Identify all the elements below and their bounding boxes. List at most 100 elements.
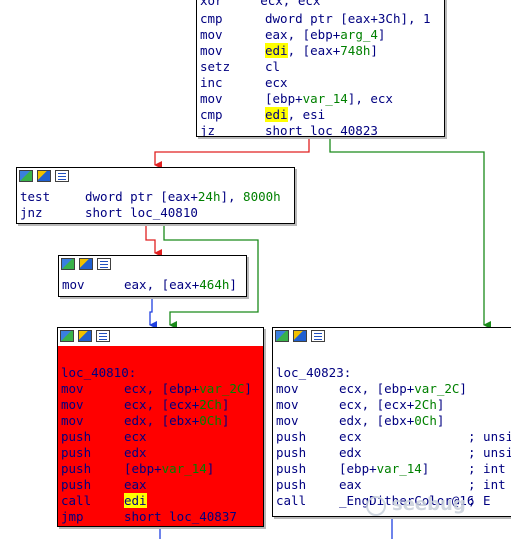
operand-text: ] xyxy=(436,397,445,412)
graph-icon[interactable] xyxy=(275,330,289,342)
operand-text: [ebp+ xyxy=(265,91,303,106)
list-view-icon[interactable] xyxy=(97,258,111,270)
mnemonic: mov xyxy=(276,397,299,412)
operand-name[interactable]: var_2C xyxy=(414,381,460,396)
operand-text: [ebp+ xyxy=(124,461,162,476)
operand-name[interactable]: var_14 xyxy=(161,461,207,476)
list-view-icon[interactable] xyxy=(311,330,325,342)
operand-text: cl xyxy=(265,59,281,74)
edit-color-icon[interactable] xyxy=(78,330,92,342)
operands: edx, [ebx+0Ch] xyxy=(339,413,444,429)
operands: ecx xyxy=(339,429,362,445)
operand-text: ] xyxy=(221,397,230,412)
instruction-line[interactable]: mov[ebp+var_14], ecx xyxy=(200,91,444,107)
operand-name[interactable]: var_2C xyxy=(199,381,245,396)
operand-name[interactable]: arg_4 xyxy=(340,27,378,42)
mnemonic: push xyxy=(61,461,92,476)
mnemonic: push xyxy=(61,477,92,492)
comment: ; E xyxy=(468,493,491,508)
graph-icon[interactable] xyxy=(19,170,33,182)
graph-icon[interactable] xyxy=(61,258,75,270)
instruction-line[interactable]: push[ebp+var_14]; int xyxy=(276,461,511,477)
mnemonic: mov xyxy=(200,43,223,58)
edit-color-icon[interactable] xyxy=(293,330,307,342)
operand-text: ecx, [ebp+ xyxy=(124,381,200,396)
operands: ecx xyxy=(124,429,147,445)
operand-text: eax xyxy=(124,477,147,492)
operand-name[interactable]: 0Ch xyxy=(414,413,437,428)
operand-name[interactable]: var_14 xyxy=(302,91,348,106)
operand-name[interactable]: 8000h xyxy=(243,189,281,204)
operand-name[interactable]: 748h xyxy=(340,43,371,58)
instruction-line[interactable]: push eax xyxy=(61,477,263,493)
mnemonic: jz xyxy=(200,123,216,137)
block-toolbar xyxy=(58,328,263,346)
operands: short loc_40810 xyxy=(85,205,198,221)
instruction-line[interactable]: push[ebp+var_14] xyxy=(61,461,263,477)
operand-name[interactable]: 2Ch xyxy=(199,397,222,412)
operand-text: dword ptr [eax+ xyxy=(265,11,378,26)
edit-color-icon[interactable] xyxy=(37,170,51,182)
operands: short loc_40837 xyxy=(124,509,237,525)
operands: eax xyxy=(339,477,362,493)
instruction-line[interactable]: jz short loc_40823 xyxy=(200,123,444,137)
operand-name[interactable]: 2Ch xyxy=(414,397,437,412)
operands: ecx xyxy=(265,75,288,91)
mnemonic: call xyxy=(276,493,307,508)
block-label[interactable]: loc_40823: xyxy=(276,365,352,380)
comment: ; unsi xyxy=(468,429,511,444)
operand-text: edx, [ebx+ xyxy=(124,413,200,428)
operand-text: eax xyxy=(339,477,362,492)
list-view-icon[interactable] xyxy=(55,170,69,182)
operand-text: ] xyxy=(221,413,230,428)
block-label[interactable]: loc_40810: xyxy=(61,365,137,380)
operand-text: short loc_40823 xyxy=(265,123,378,137)
highlighted-register[interactable]: edi xyxy=(124,493,147,508)
operand-name[interactable]: 24h xyxy=(197,189,221,204)
operand-name[interactable]: var_14 xyxy=(376,461,422,476)
highlighted-register[interactable]: edi xyxy=(265,107,288,122)
edit-color-icon[interactable] xyxy=(79,258,93,270)
highlighted-register[interactable]: edi xyxy=(265,43,288,58)
operand-text: dword ptr [eax+ xyxy=(85,189,198,204)
operand-text: ] xyxy=(244,381,252,396)
block-toolbar xyxy=(17,168,294,186)
operand-name[interactable]: 0Ch xyxy=(199,413,222,428)
mnemonic: push xyxy=(276,477,307,492)
graph-icon[interactable] xyxy=(60,330,74,342)
list-view-icon[interactable] xyxy=(96,330,110,342)
edge-true-test-to-red xyxy=(163,223,259,329)
operand-name[interactable]: 464h xyxy=(199,277,230,292)
operand-text: short loc_40810 xyxy=(85,205,198,220)
edge-true-top-to-right xyxy=(329,137,491,329)
operands: edx, [ebx+0Ch] xyxy=(124,413,229,429)
